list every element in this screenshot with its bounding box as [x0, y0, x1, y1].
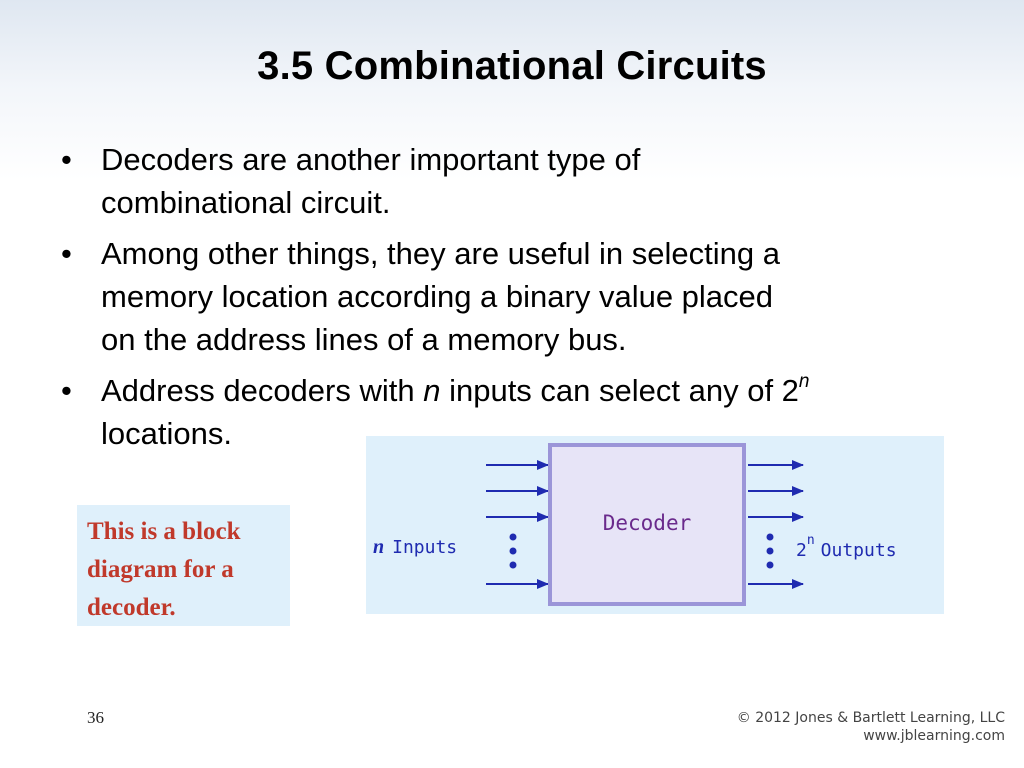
variable-n: n — [423, 373, 441, 408]
exponent-n: n — [798, 371, 810, 392]
bullet-text: inputs can select any of 2 — [440, 373, 799, 408]
bullet-text-line: Address decoders with n inputs can selec… — [101, 369, 955, 412]
bullet-marker: • — [61, 236, 72, 271]
callout-line: This is a block — [87, 518, 241, 545]
copyright-notice: © 2012 Jones & Bartlett Learning, LLC ww… — [737, 709, 1005, 745]
page-number: 36 — [87, 708, 104, 727]
bullet-text: Address decoders with — [101, 373, 424, 408]
callout-box: This is a block diagram for a decoder. — [77, 505, 290, 626]
bullet-list: • Decoders are another important type of… — [55, 138, 955, 463]
input-var-n: n — [373, 536, 384, 558]
callout-line: decoder. — [87, 594, 176, 621]
bullet-text-line: on the address lines of a memory bus. — [101, 322, 627, 357]
bullet-marker: • — [61, 373, 72, 408]
publisher-url: www.jblearning.com — [863, 728, 1005, 744]
decoder-box — [548, 443, 746, 606]
bullet-text-line: Among other things, they are useful in s… — [101, 236, 780, 271]
ellipsis-dot — [509, 547, 517, 555]
ellipsis-dot — [766, 533, 774, 541]
bullet-text-line: memory location according a binary value… — [101, 279, 774, 314]
callout-line: diagram for a — [87, 556, 234, 583]
bullet-item: • Decoders are another important type of… — [55, 138, 955, 224]
outputs-exponent: n — [807, 533, 815, 548]
ellipsis-dot — [509, 533, 517, 541]
bullet-text-line: locations. — [101, 416, 232, 451]
outputs-text: Outputs — [821, 540, 897, 561]
ellipsis-dot — [766, 547, 774, 555]
bullet-item: • Among other things, they are useful in… — [55, 232, 955, 361]
decoder-box-label: Decoder — [603, 511, 692, 535]
bullet-item: • Address decoders with n inputs can sel… — [55, 369, 955, 455]
inputs-label: n Inputs — [373, 536, 457, 558]
outputs-label: 2n Outputs — [796, 533, 897, 561]
inputs-text: Inputs — [392, 537, 457, 558]
slide-title: 3.5 Combinational Circuits — [257, 44, 767, 88]
ellipsis-dot — [509, 561, 517, 569]
outputs-base: 2 — [796, 540, 807, 561]
bullet-text-line: combinational circuit. — [101, 185, 391, 220]
ellipsis-dot — [766, 561, 774, 569]
bullet-marker: • — [61, 142, 72, 177]
copyright-line: © 2012 Jones & Bartlett Learning, LLC — [736, 710, 1005, 726]
bullet-text-line: Decoders are another important type of — [101, 142, 641, 177]
